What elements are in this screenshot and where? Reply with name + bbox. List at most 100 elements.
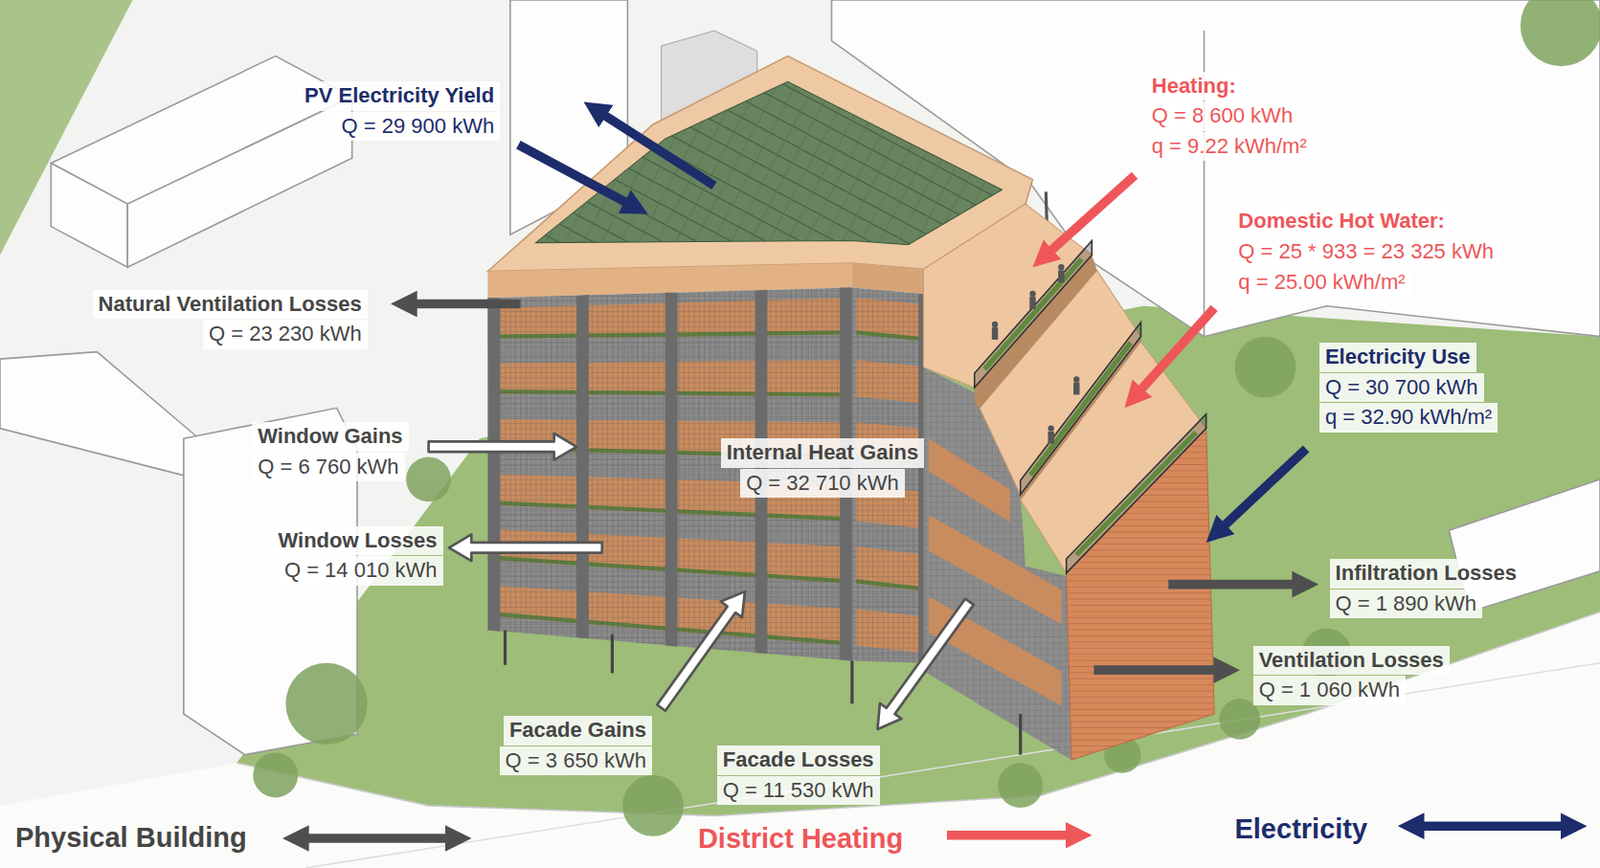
tree [252,0,1600,837]
person-figure [991,264,1081,445]
tree [405,456,451,502]
callout-value: Q = 8 600 kWh [1146,101,1299,132]
callout-value: Q = 23 230 kWh [202,319,368,350]
callout-title: Heating: [1146,71,1242,102]
callout-title: Infiltration Losses [1329,559,1523,589]
callout-value: Q = 1 060 kWh [1253,676,1406,706]
callout-title: Ventilation Losses [1253,646,1450,677]
person-figure [991,327,998,340]
callout-title: Domestic Hot Water: [1232,206,1451,237]
tree [1520,0,1600,67]
callout-title: Internal Heat Gains [721,438,925,469]
callout-title: Electricity Use [1319,342,1477,373]
pilotis [610,634,614,674]
callout-title: Window Losses [271,526,443,557]
callout-value: Q = 11 530 kWh [717,776,880,807]
legend-label: Physical Building [15,821,248,856]
tree [997,763,1043,809]
hollow-arrow [428,433,578,461]
neighbour-block [0,0,1600,756]
legend-item: District Heating [698,822,903,857]
person-figure [1073,376,1080,383]
terrace [923,203,1215,761]
energy-callout: Ventilation LossesQ = 1 060 kWh [1253,646,1450,706]
flow-arrow [408,112,1307,671]
callout-title: Facade Gains [503,716,653,746]
planter [984,259,1082,370]
roof [487,56,1033,272]
person-figure [1047,425,1054,431]
legend-arrow [946,831,1074,841]
hollow-arrow [656,591,745,712]
callout-value: Q = 14 010 kWh [278,556,444,586]
legend-arrow [300,833,453,844]
neighbour-block [127,96,352,268]
pilaster [576,294,589,639]
neighbour-block [0,352,200,480]
person-figure [1058,270,1064,283]
tree [252,752,298,798]
energy-callout: Domestic Hot Water:Q = 25 * 933 = 23 325… [1232,206,1500,297]
callout-value: q = 32.90 kWh/m² [1319,403,1498,433]
flow-arrow [408,299,520,310]
railing [1020,322,1142,496]
planter [1076,432,1196,556]
hollow-arrow [449,534,603,562]
tree [1234,337,1296,399]
hollow-arrow [878,599,974,730]
energy-callout: Window GainsQ = 6 760 kWh [251,422,408,482]
person-figure [1058,264,1064,271]
person-figure [1073,383,1080,396]
callout-value: q = 25.00 kWh/m² [1232,268,1411,298]
tree [622,775,684,837]
planter [984,259,1196,556]
flow-arrow [518,144,631,205]
flow-arrow [1136,308,1215,395]
neighbour-block [50,163,128,269]
energy-callout: Facade GainsQ = 3 650 kWh [499,716,653,776]
callout-value: Q = 29 900 kWh [336,112,501,142]
flow-arrow [1046,175,1135,255]
energy-callout: Heating:Q = 8 600 kWhq = 9.22 kWh/m² [1146,71,1313,162]
callout-value: Q = 25 * 933 = 23 325 kWh [1232,237,1500,268]
pilotis [850,661,854,705]
balcony-recess [928,596,1062,706]
legend-item: Physical Building [15,821,248,856]
callout-title: Facade Losses [717,745,880,776]
callout-value: Q = 3 650 kWh [499,746,653,777]
legend-item: Electricity [1234,812,1368,847]
person-figure [1029,296,1036,310]
callout-title: Window Gains [251,422,408,452]
tree [285,663,367,745]
energy-callout: Natural Ventilation LossesQ = 23 230 kWh [92,290,368,350]
planter [1030,342,1130,476]
energy-callout: Internal Heat GainsQ = 32 710 kWh [721,438,925,498]
callout-value: Q = 6 760 kWh [251,452,405,483]
callout-title: PV Electricity Yield [298,81,500,112]
callout-value: Q = 1 890 kWh [1329,589,1483,620]
energy-callout: PV Electricity YieldQ = 29 900 kWh [298,81,500,141]
energy-callout: Infiltration LossesQ = 1 890 kWh [1329,559,1523,619]
legend-arrow [300,826,1569,839]
pilaster [487,297,500,631]
pilaster [487,288,924,664]
railing [974,241,1093,388]
callout-title: Natural Ventilation Losses [92,290,368,320]
pilotis [503,630,507,666]
flow-arrow [599,112,715,186]
pilaster [918,293,924,664]
callout-value: Q = 32 710 kWh [740,469,905,499]
facade-screen [487,288,924,664]
lawn [0,0,1600,817]
pilotis [1018,714,1022,756]
energy-callout: Window LossesQ = 14 010 kWh [271,526,443,586]
person-figure [1047,431,1054,445]
energy-callout: Electricity UseQ = 30 700 kWhq = 32.90 k… [1319,342,1498,433]
callout-value: Q = 30 700 kWh [1319,373,1485,404]
balcony-recess [928,438,1011,522]
callout-value: q = 9.22 kWh/m² [1146,132,1313,162]
